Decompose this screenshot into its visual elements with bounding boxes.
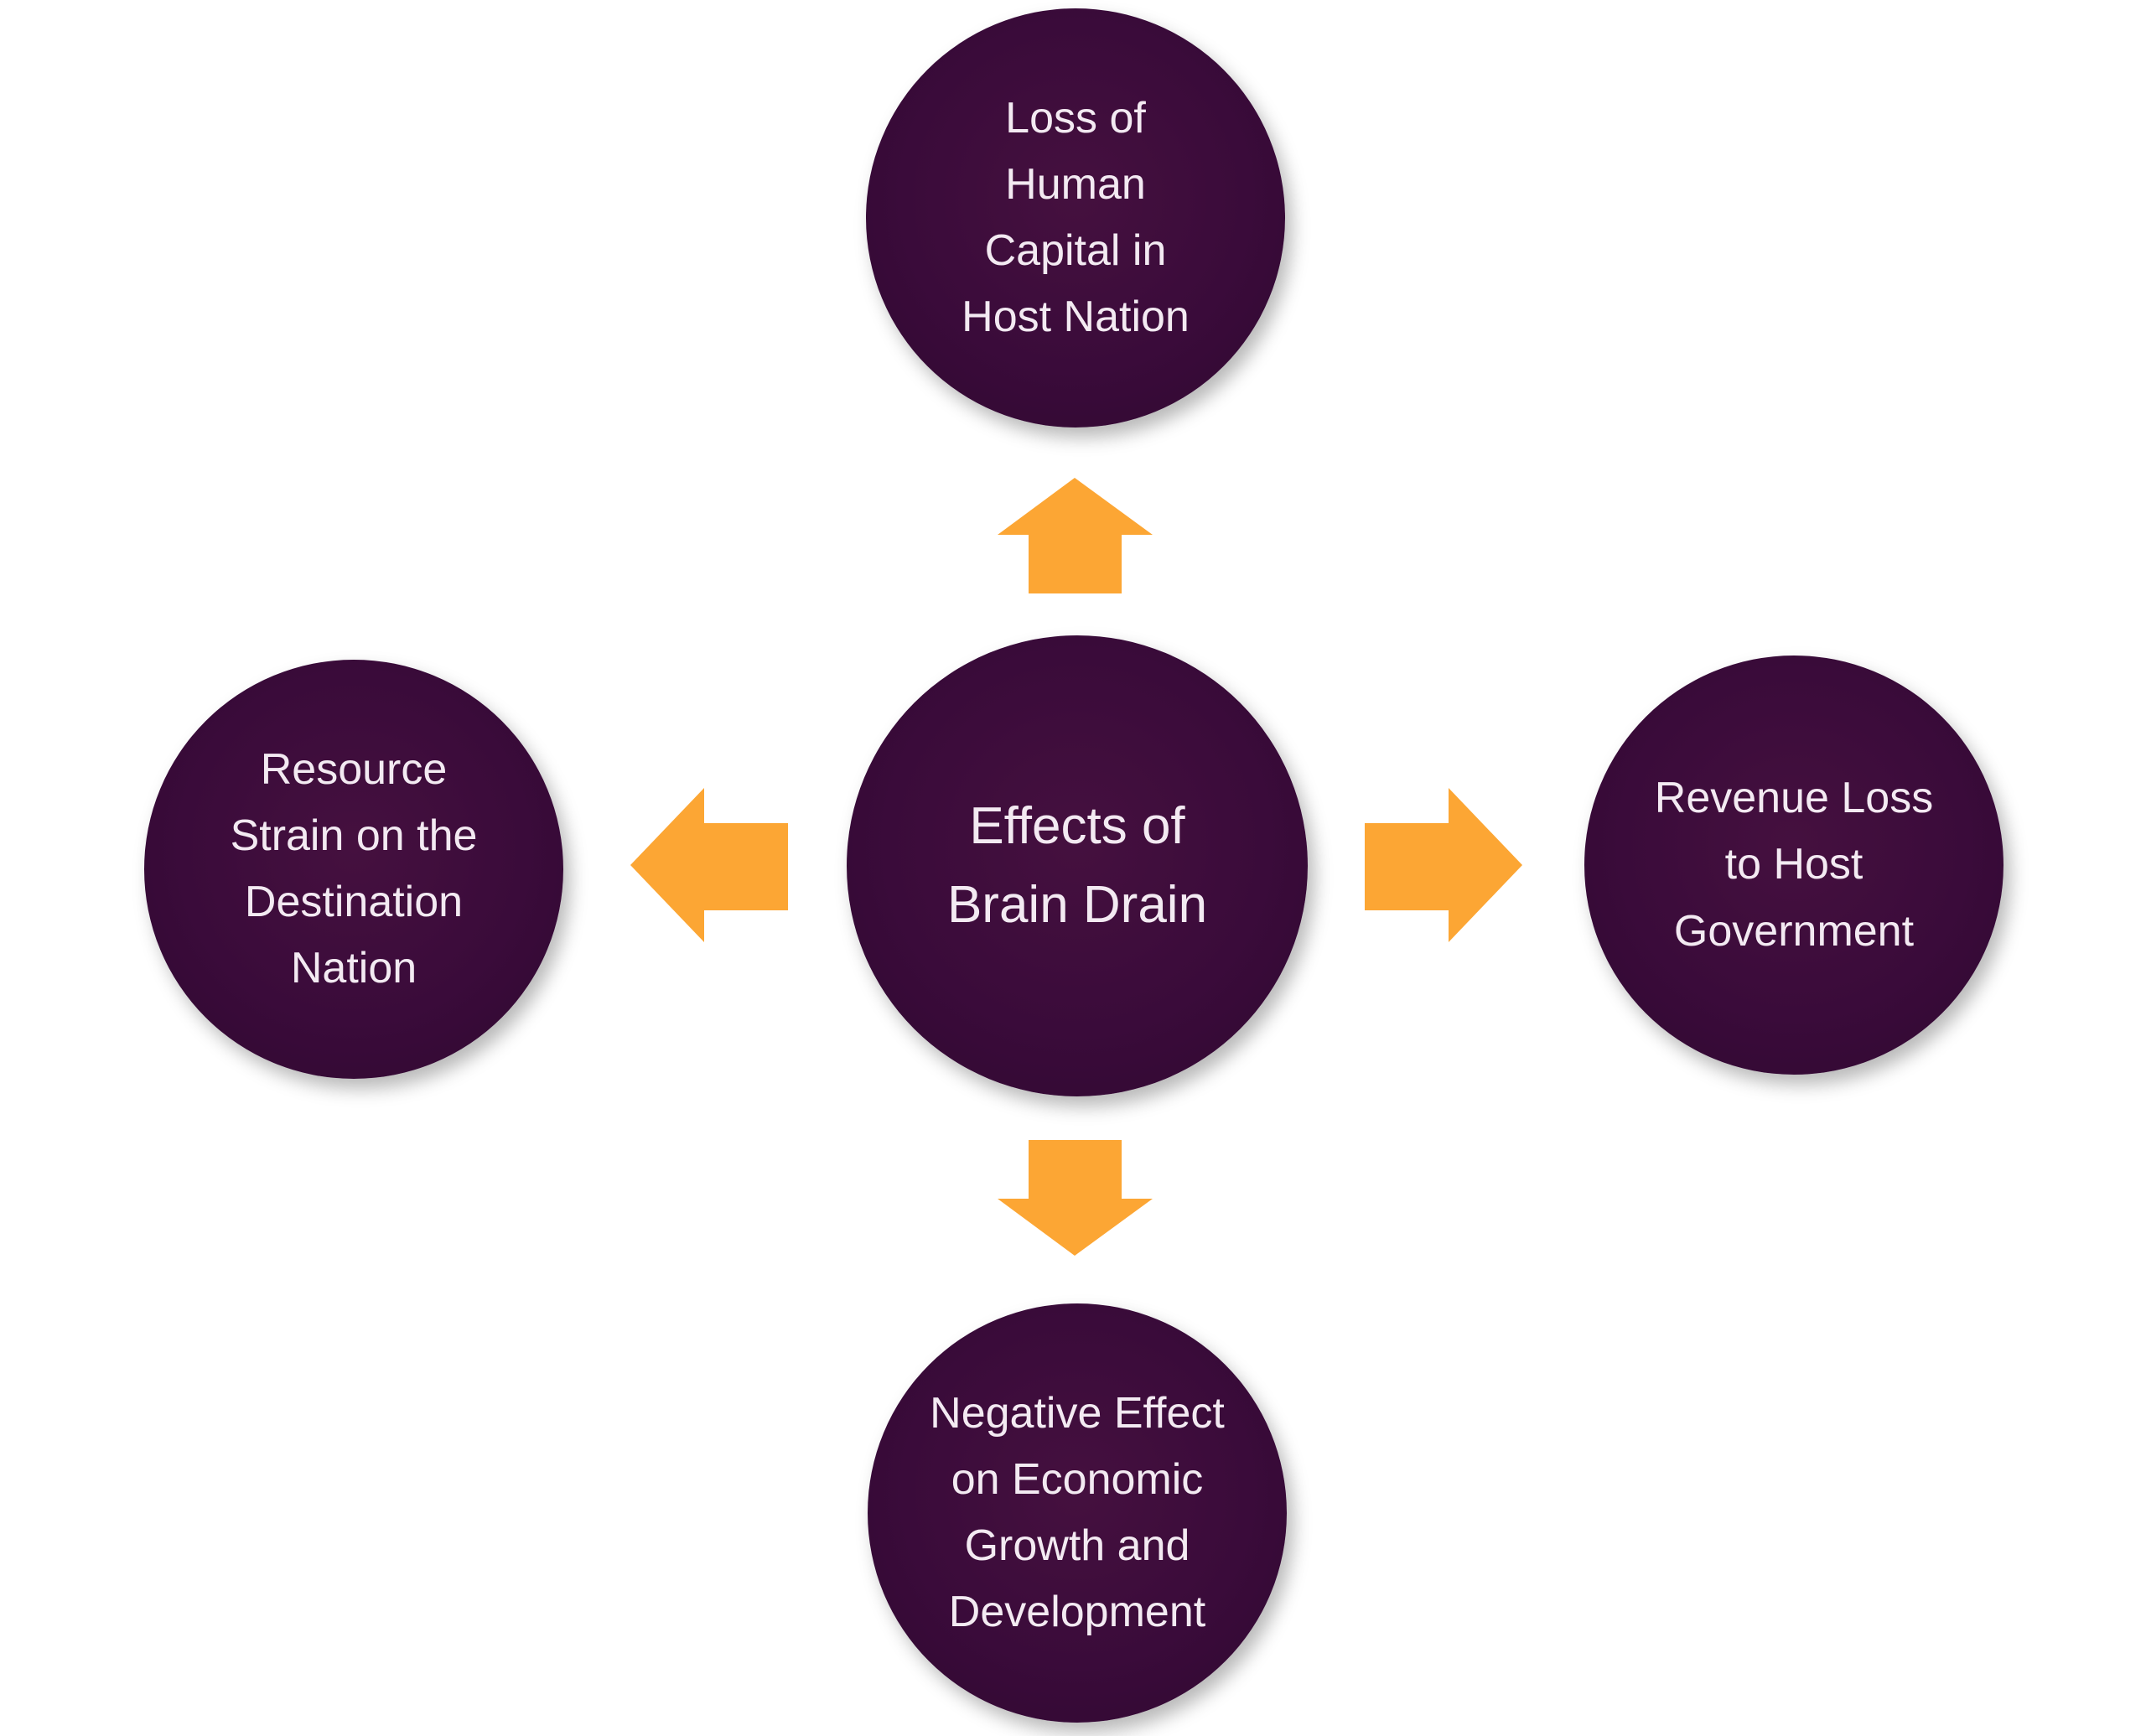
arrow-down-icon: [998, 1140, 1153, 1256]
arrow-right-icon: [1365, 788, 1522, 942]
node-label-left: Resource Strain on the Destination Natio…: [230, 744, 478, 993]
node-negative-economic-effect: Negative Effect on Economic Growth and D…: [868, 1303, 1287, 1723]
node-revenue-loss: Revenue Loss to Host Government: [1584, 656, 2003, 1075]
node-label-top: Loss of Human Capital in Host Nation: [962, 93, 1190, 342]
node-label-right: Revenue Loss to Host Government: [1654, 774, 1934, 956]
node-label-center: Effects of Brain Drain: [946, 796, 1208, 934]
arrow-up-icon: [998, 478, 1153, 593]
node-center-effects-of-brain-drain: Effects of Brain Drain: [847, 635, 1308, 1096]
node-loss-of-human-capital: Loss of Human Capital in Host Nation: [866, 8, 1285, 428]
node-label-bottom: Negative Effect on Economic Growth and D…: [930, 1388, 1225, 1637]
arrow-left-icon: [630, 788, 788, 942]
node-resource-strain: Resource Strain on the Destination Natio…: [144, 660, 563, 1079]
